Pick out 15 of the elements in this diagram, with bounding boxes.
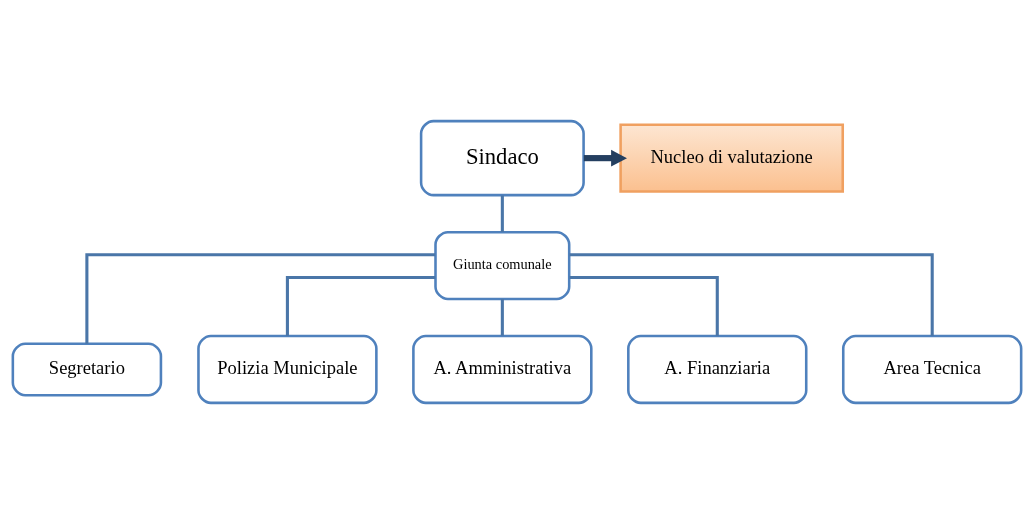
connector: [85, 252, 436, 344]
node-box: Polizia Municipale: [197, 334, 378, 404]
connector: [569, 252, 934, 336]
connector: [285, 275, 436, 336]
node-box: Area Tecnica: [841, 334, 1023, 404]
node-box: Giunta comunale: [434, 230, 571, 300]
connector: [500, 298, 504, 336]
node-box: Sindaco: [419, 119, 585, 196]
node-box: Segretario: [11, 341, 163, 396]
connector: [500, 194, 504, 232]
node-box: Nucleo di valutazione: [619, 122, 845, 193]
node-box: A. Finanziaria: [627, 334, 808, 404]
node-box: A. Amministrativa: [412, 334, 593, 404]
connector: [569, 275, 719, 336]
arrow: [583, 149, 627, 166]
